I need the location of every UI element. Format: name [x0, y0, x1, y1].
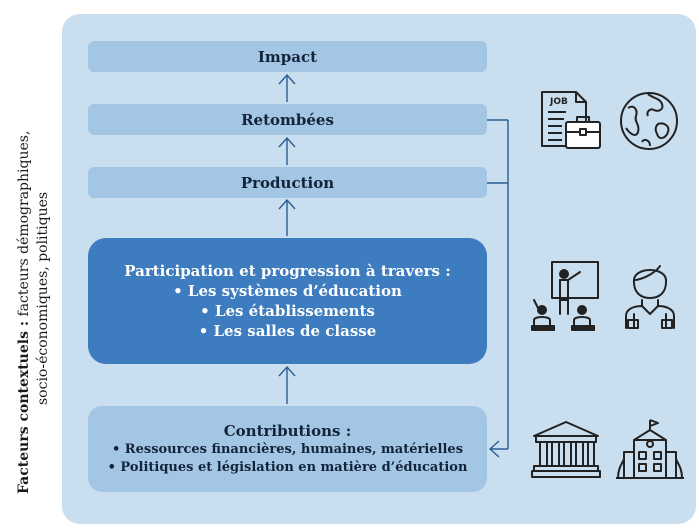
context-factors-label: Facteurs contextuels : facteurs démograp… — [0, 0, 60, 528]
participation-title: Participation et progression à travers : — [124, 262, 451, 280]
participation-box: Participation et progression à travers :… — [88, 238, 487, 364]
retombees-box: Retombées — [88, 104, 487, 135]
impact-label: Impact — [257, 47, 318, 66]
production-label: Production — [240, 173, 335, 192]
arrow-up-icon — [278, 365, 296, 404]
participation-item: • Les salles de classe — [198, 322, 377, 340]
job-document-briefcase-icon: JOB — [541, 91, 601, 149]
arrow-up-icon — [278, 198, 296, 236]
government-building-icon — [531, 421, 601, 478]
feedback-bracket — [487, 119, 509, 458]
context-factors-line2: socio-économiques, politiques — [35, 192, 51, 405]
svg-text:JOB: JOB — [549, 97, 568, 107]
arrow-up-icon — [278, 136, 296, 165]
retombees-label: Retombées — [241, 110, 334, 129]
arrow-up-icon — [278, 73, 296, 102]
contributions-title: Contributions : — [223, 422, 352, 440]
teacher-at-board-icon — [531, 261, 599, 331]
participation-item: • Les établissements — [200, 302, 375, 320]
student-icon — [625, 265, 675, 329]
impact-box: Impact — [88, 41, 487, 72]
contributions-item: • Ressources financières, humaines, maté… — [111, 442, 464, 457]
contributions-item: • Politiques et législation en matière d… — [107, 460, 468, 475]
school-building-icon — [616, 419, 684, 479]
production-box: Production — [88, 167, 487, 198]
contributions-box: Contributions : • Ressources financières… — [88, 406, 487, 492]
participation-item: • Les systèmes d’éducation — [173, 282, 402, 300]
context-factors-line1: Facteurs contextuels : facteurs démograp… — [16, 131, 32, 494]
globe-icon — [620, 92, 678, 150]
